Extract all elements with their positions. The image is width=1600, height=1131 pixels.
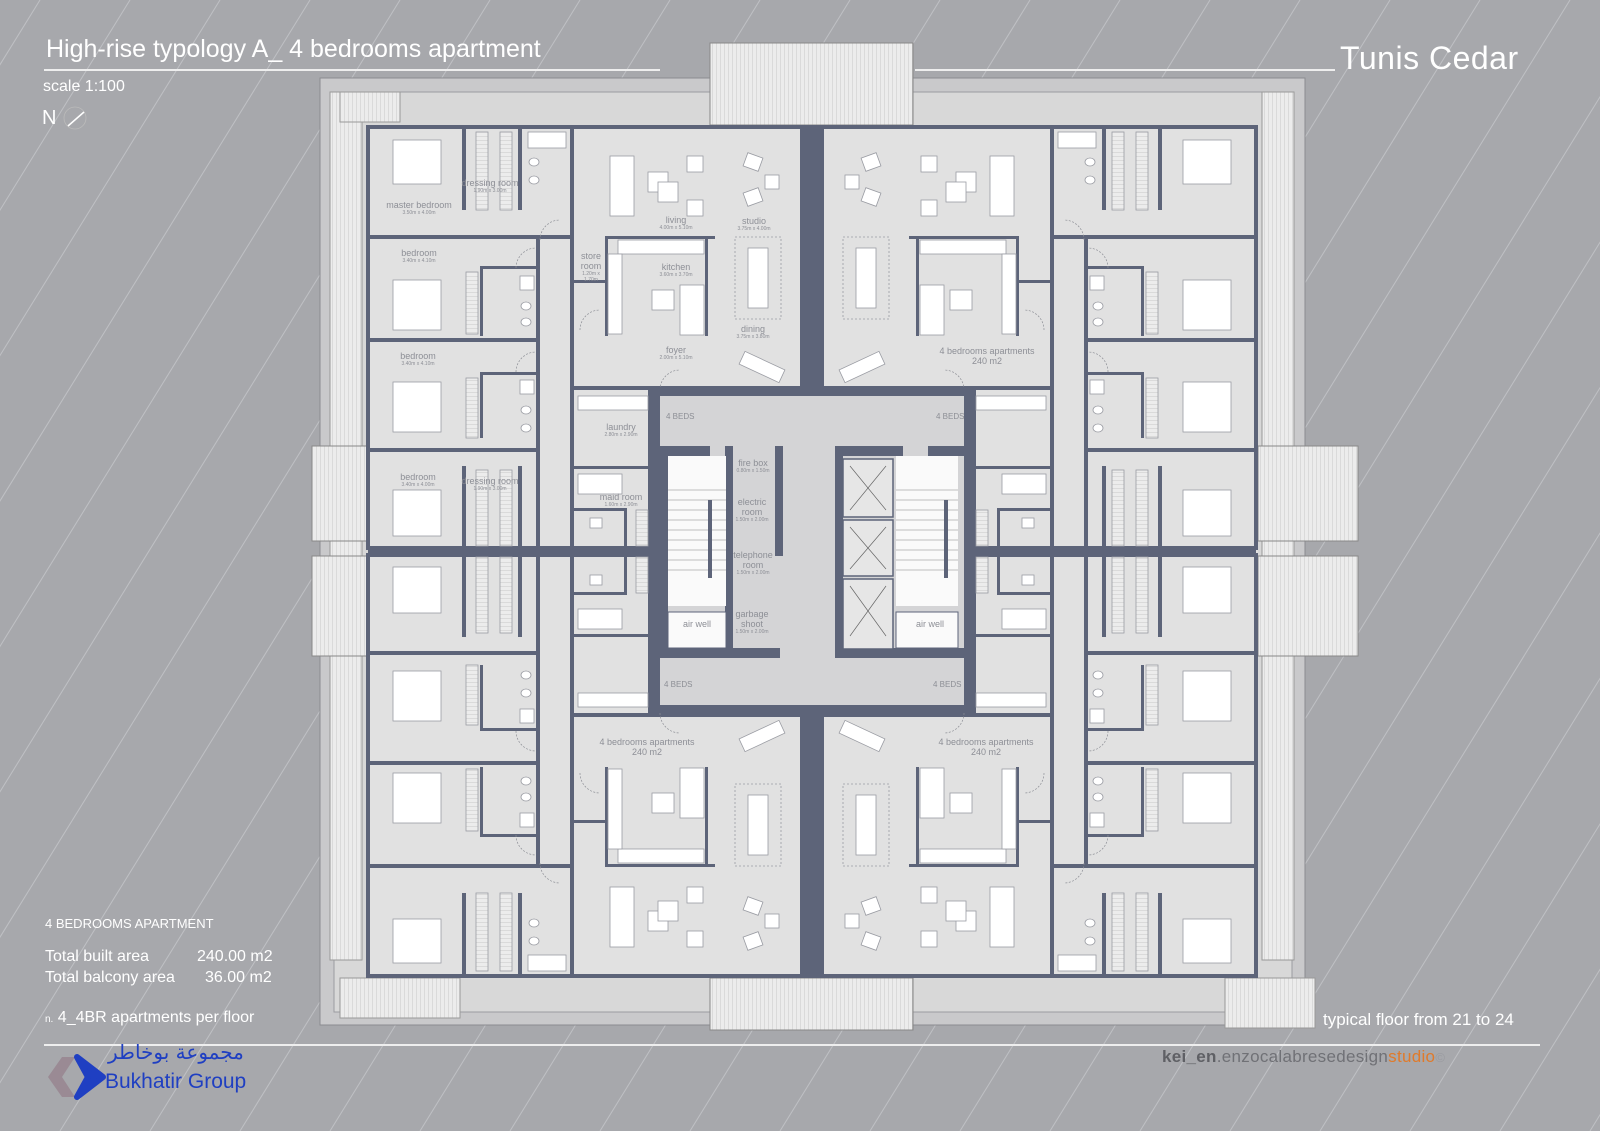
page-title: High-rise typology A_ 4 bedrooms apartme…: [46, 35, 541, 63]
beds-label: 4 BEDS: [664, 680, 693, 689]
beds-label: 4 BEDS: [936, 412, 965, 421]
balcony-area-value: 36.00 m2: [205, 969, 272, 986]
site-line: [1229, 532, 1600, 1131]
beds-label: 4 BEDS: [933, 680, 962, 689]
balcony-area-label: Total balcony area: [45, 969, 175, 986]
copyright-mark: ©: [1435, 1050, 1446, 1065]
site-line: [0, 0, 41, 66]
floor-note: typical floor from 21 to 24: [1323, 1010, 1514, 1029]
count-text: 4_4BR apartments per floor: [57, 1009, 255, 1026]
site-line: [1589, 1113, 1600, 1131]
credits-part3: studio: [1388, 1047, 1436, 1066]
built-area-value: 240.00 m2: [197, 948, 273, 965]
site-line: [1409, 823, 1600, 1131]
credits: kei_en.enzocalabresedesignstudio©: [1162, 1047, 1445, 1067]
north-arrow-icon: [67, 111, 85, 127]
bukhatir-logo-icon: [48, 1054, 106, 1100]
building-core: [652, 388, 972, 713]
project-name: Tunis Cedar: [1340, 40, 1519, 76]
scale-label: scale 1:100: [43, 78, 125, 95]
air-well-label: air well: [682, 619, 712, 629]
info-heading: 4 BEDROOMS APARTMENT: [45, 916, 214, 931]
logo-name: Bukhatir Group: [105, 1070, 247, 1093]
built-area-label: Total built area: [45, 948, 150, 965]
site-line: [0, 0, 311, 502]
site-line: [1319, 677, 1600, 1131]
credits-part1: kei_en: [1162, 1047, 1217, 1066]
site-line: [0, 0, 401, 648]
north-label: N: [42, 107, 57, 129]
credits-part2: .enzocalabresedesign: [1216, 1047, 1389, 1066]
beds-label: 4 BEDS: [666, 412, 695, 421]
site-line: [0, 0, 131, 211]
count-prefix: n.: [45, 1014, 54, 1025]
site-line: [0, 0, 221, 357]
air-well-label: air well: [915, 619, 945, 629]
apartment-count: n. 4_4BR apartments per floor: [45, 1009, 254, 1027]
logo-arabic: مجموعة بوخاطر: [108, 1040, 244, 1064]
